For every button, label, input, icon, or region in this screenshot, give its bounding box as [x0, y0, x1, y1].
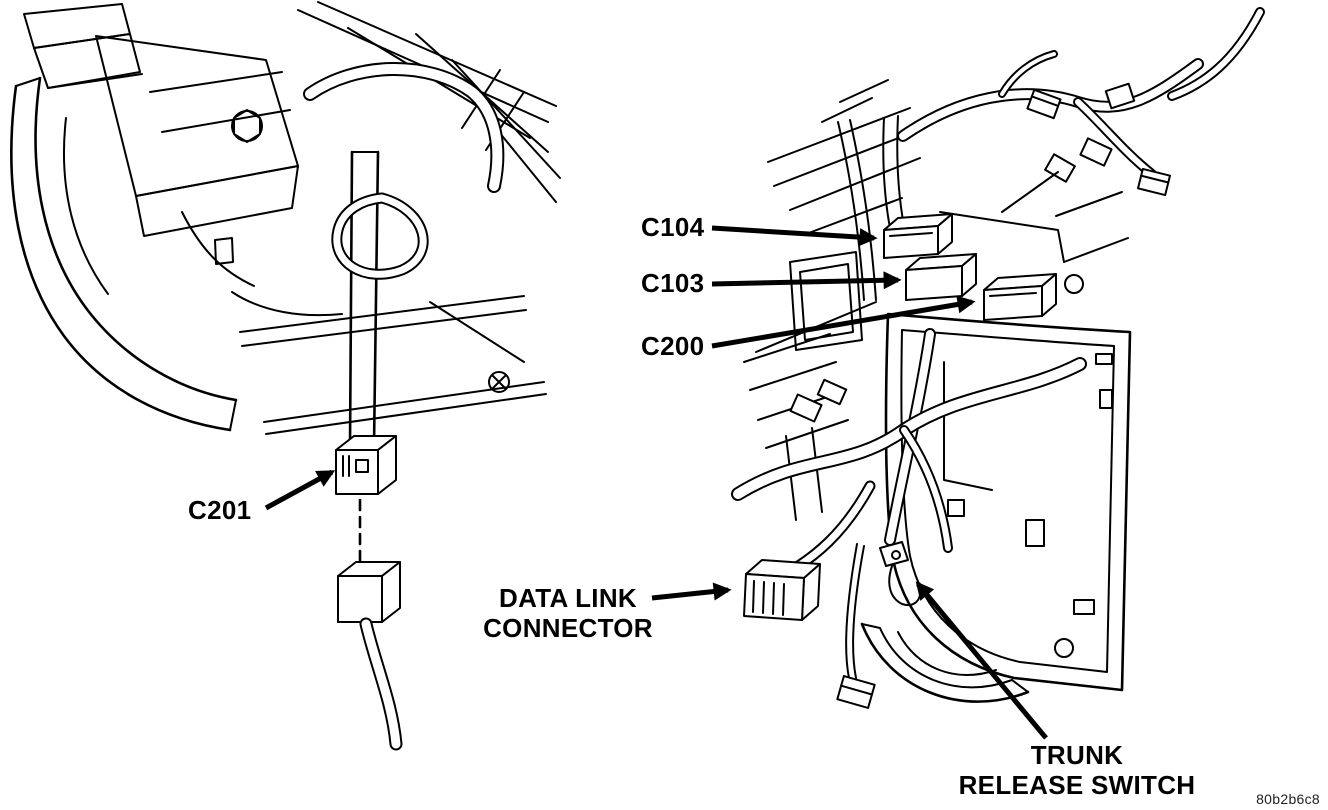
- label-c201: C201: [188, 495, 252, 525]
- label-trunk-release-line1: TRUNK: [1030, 740, 1124, 770]
- label-data-link-line2: CONNECTOR: [483, 613, 653, 643]
- c104-connector: [883, 213, 953, 259]
- c201-mating-connector: [337, 561, 401, 623]
- label-data-link-connector: DATA LINK CONNECTOR: [480, 583, 656, 643]
- harness-branch-connector: [1044, 153, 1076, 183]
- c104-arrow: [711, 225, 878, 247]
- c103-arrow: [711, 271, 902, 290]
- label-c103: C103: [641, 268, 705, 298]
- trunk-release-switch-arrow: [915, 581, 1048, 740]
- label-data-link-line1: DATA LINK: [499, 583, 637, 613]
- harness-branch-connector: [789, 393, 823, 423]
- harness-branch-connector: [816, 378, 848, 406]
- harness-branch-connector: [1136, 167, 1172, 197]
- harness-branch-connector: [1104, 82, 1136, 110]
- c200-arrow: [711, 295, 976, 349]
- c103-connector: [905, 253, 977, 301]
- label-c200: C200: [641, 331, 705, 361]
- c201-arrow: [264, 469, 336, 511]
- right-illustration: [731, 7, 1265, 709]
- label-trunk-release-line2: RELEASE SWITCH: [958, 770, 1196, 800]
- harness-branch-connector: [1079, 137, 1113, 167]
- callout-arrows: [264, 225, 1048, 740]
- figure-code: 80b2b6c8: [1256, 791, 1320, 807]
- c200-connector: [983, 273, 1057, 321]
- c201-connector: [335, 435, 397, 495]
- harness-branch-connector: [1026, 88, 1062, 120]
- left-illustration: [10, 1, 561, 751]
- lower-harness-connector: [836, 675, 876, 709]
- data-link-connector-arrow: [651, 582, 732, 601]
- label-trunk-release-switch: TRUNK RELEASE SWITCH: [936, 740, 1218, 800]
- data-link-connector: [743, 559, 821, 621]
- label-c104: C104: [641, 212, 705, 242]
- trunk-release-switch: [879, 541, 922, 606]
